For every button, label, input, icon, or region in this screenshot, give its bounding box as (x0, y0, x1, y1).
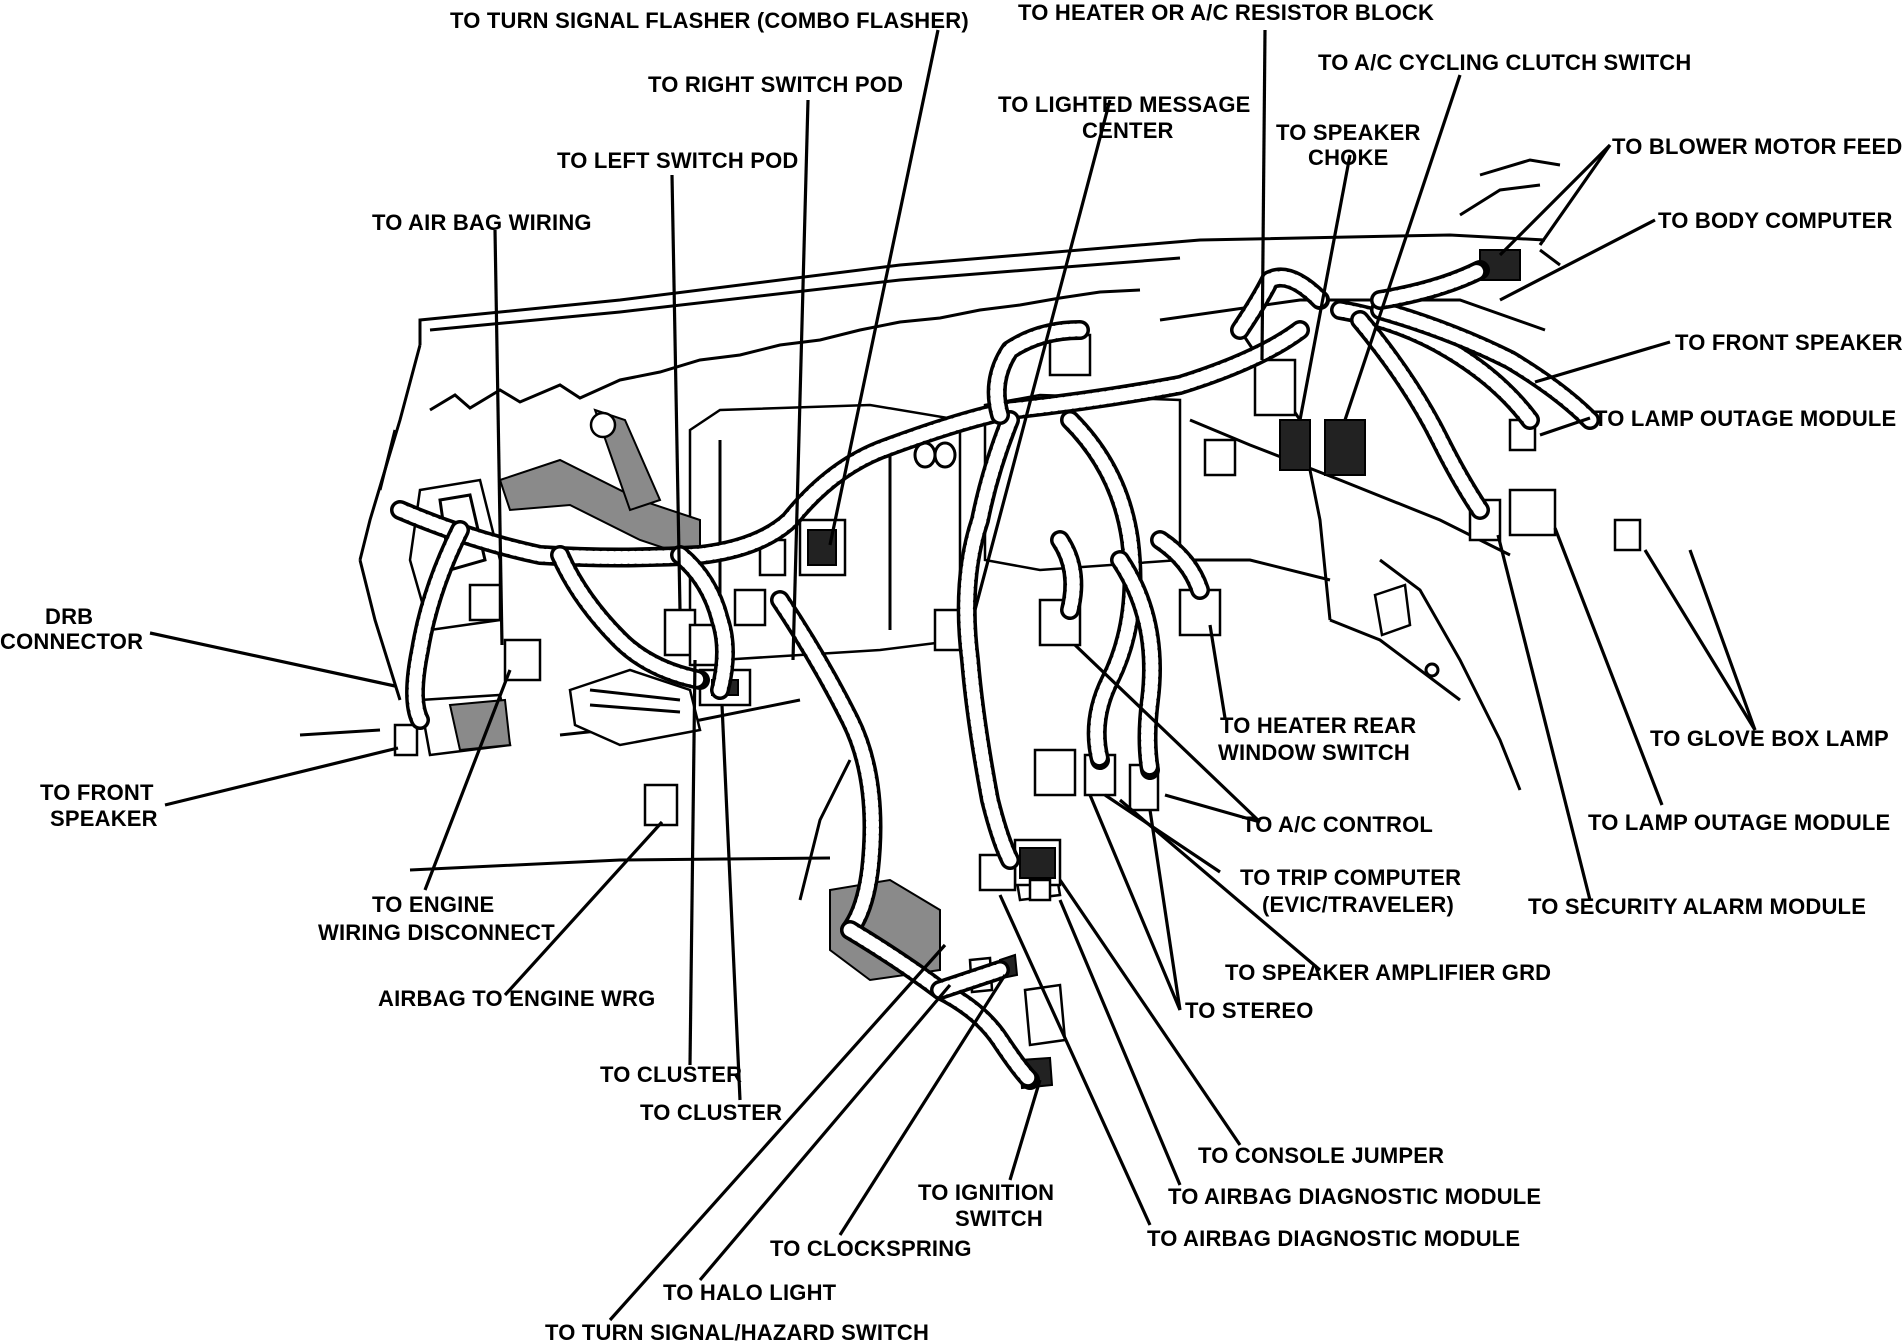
label-lighted-message-2: CENTER (1082, 118, 1174, 143)
label-engine-wiring-2: WIRING DISCONNECT (318, 920, 555, 945)
label-heater-rear-1: TO HEATER REAR (1220, 713, 1416, 738)
label-front-speaker-left-1: TO FRONT (40, 780, 154, 805)
label-heater-rear-2: WINDOW SWITCH (1218, 740, 1410, 765)
label-right-switch-pod: TO RIGHT SWITCH POD (648, 72, 903, 97)
label-turn-signal-hazard: TO TURN SIGNAL/HAZARD SWITCH (545, 1320, 929, 1344)
label-air-bag-wiring: TO AIR BAG WIRING (372, 210, 592, 235)
label-trip-computer-2: (EVIC/TRAVELER) (1262, 892, 1454, 917)
label-lamp-outage-1: TO LAMP OUTAGE MODULE (1594, 406, 1896, 431)
label-cluster-2: TO CLUSTER (640, 1100, 782, 1125)
label-lighted-message-1: TO LIGHTED MESSAGE (998, 92, 1251, 117)
label-glove-box-lamp: TO GLOVE BOX LAMP (1650, 726, 1889, 751)
label-security-alarm: TO SECURITY ALARM MODULE (1528, 894, 1866, 919)
label-drb-2: CONNECTOR (0, 629, 143, 654)
label-front-speaker-left-2: SPEAKER (50, 806, 158, 831)
label-ignition-switch-1: TO IGNITION (918, 1180, 1054, 1205)
leader-lines (149, 29, 1757, 1322)
label-halo-light: TO HALO LIGHT (663, 1280, 837, 1305)
label-engine-wiring-1: TO ENGINE (372, 892, 494, 917)
label-airbag-to-engine: AIRBAG TO ENGINE WRG (378, 986, 655, 1011)
label-ac-cycling-clutch: TO A/C CYCLING CLUTCH SWITCH (1318, 50, 1691, 75)
harness-bundles (390, 260, 1600, 1090)
label-front-speaker-right: TO FRONT SPEAKER (1675, 330, 1902, 355)
label-trip-computer-1: TO TRIP COMPUTER (1240, 865, 1461, 890)
label-speaker-amp-grd: TO SPEAKER AMPLIFIER GRD (1225, 960, 1551, 985)
label-ignition-switch-2: SWITCH (955, 1206, 1043, 1231)
label-blower-motor-feed: TO BLOWER MOTOR FEED (1612, 134, 1902, 159)
label-speaker-choke-2: CHOKE (1308, 145, 1388, 170)
label-ac-control: TO A/C CONTROL (1242, 812, 1433, 837)
label-left-switch-pod: TO LEFT SWITCH POD (557, 148, 799, 173)
label-drb-1: DRB (45, 604, 93, 629)
label-stereo: TO STEREO (1185, 998, 1314, 1023)
label-heater-ac-resistor: TO HEATER OR A/C RESISTOR BLOCK (1018, 0, 1434, 25)
label-clockspring: TO CLOCKSPRING (770, 1236, 972, 1261)
label-cluster-1: TO CLUSTER (600, 1062, 742, 1087)
label-lamp-outage-2: TO LAMP OUTAGE MODULE (1588, 810, 1890, 835)
label-turn-signal-flasher: TO TURN SIGNAL FLASHER (COMBO FLASHER) (450, 8, 969, 33)
label-body-computer: TO BODY COMPUTER (1658, 208, 1893, 233)
label-console-jumper: TO CONSOLE JUMPER (1198, 1143, 1444, 1168)
label-airbag-diag-1: TO AIRBAG DIAGNOSTIC MODULE (1168, 1184, 1541, 1209)
label-airbag-diag-2: TO AIRBAG DIAGNOSTIC MODULE (1147, 1226, 1520, 1251)
label-speaker-choke-1: TO SPEAKER (1276, 120, 1421, 145)
